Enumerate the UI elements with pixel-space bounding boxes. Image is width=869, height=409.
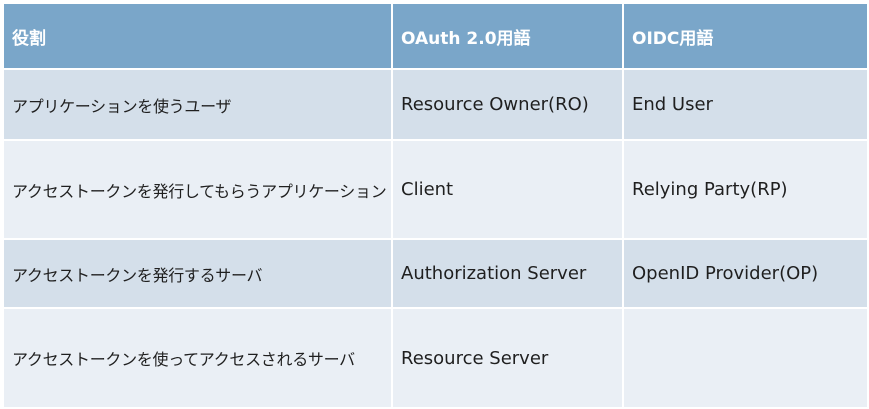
header-oidc-term: OIDC用語: [622, 2, 869, 70]
header-role: 役割: [2, 2, 393, 70]
header-oauth-term: OAuth 2.0用語: [391, 2, 624, 70]
table-row: アクセストークンを使ってアクセスされるサーバ Resource Server: [2, 307, 869, 409]
table-header-row: 役割 OAuth 2.0用語 OIDC用語: [2, 2, 869, 70]
table-row: アクセストークンを発行するサーバ Authorization Server Op…: [2, 238, 869, 309]
table-row: アプリケーションを使うユーザ Resource Owner(RO) End Us…: [2, 68, 869, 141]
oauth-term-cell: Authorization Server: [391, 238, 624, 309]
oidc-term-cell: OpenID Provider(OP): [622, 238, 869, 309]
oidc-term-cell: End User: [622, 68, 869, 141]
role-cell: アプリケーションを使うユーザ: [2, 68, 393, 141]
oidc-term-cell: Relying Party(RP): [622, 139, 869, 240]
oauth-term-cell: Resource Server: [391, 307, 624, 409]
role-cell: アクセストークンを発行してもらうアプリケーション: [2, 139, 393, 240]
oidc-term-cell: [622, 307, 869, 409]
role-cell: アクセストークンを発行するサーバ: [2, 238, 393, 309]
oauth-term-cell: Resource Owner(RO): [391, 68, 624, 141]
oauth-term-cell: Client: [391, 139, 624, 240]
table-row: アクセストークンを発行してもらうアプリケーション Client Relying …: [2, 139, 869, 240]
role-cell: アクセストークンを使ってアクセスされるサーバ: [2, 307, 393, 409]
